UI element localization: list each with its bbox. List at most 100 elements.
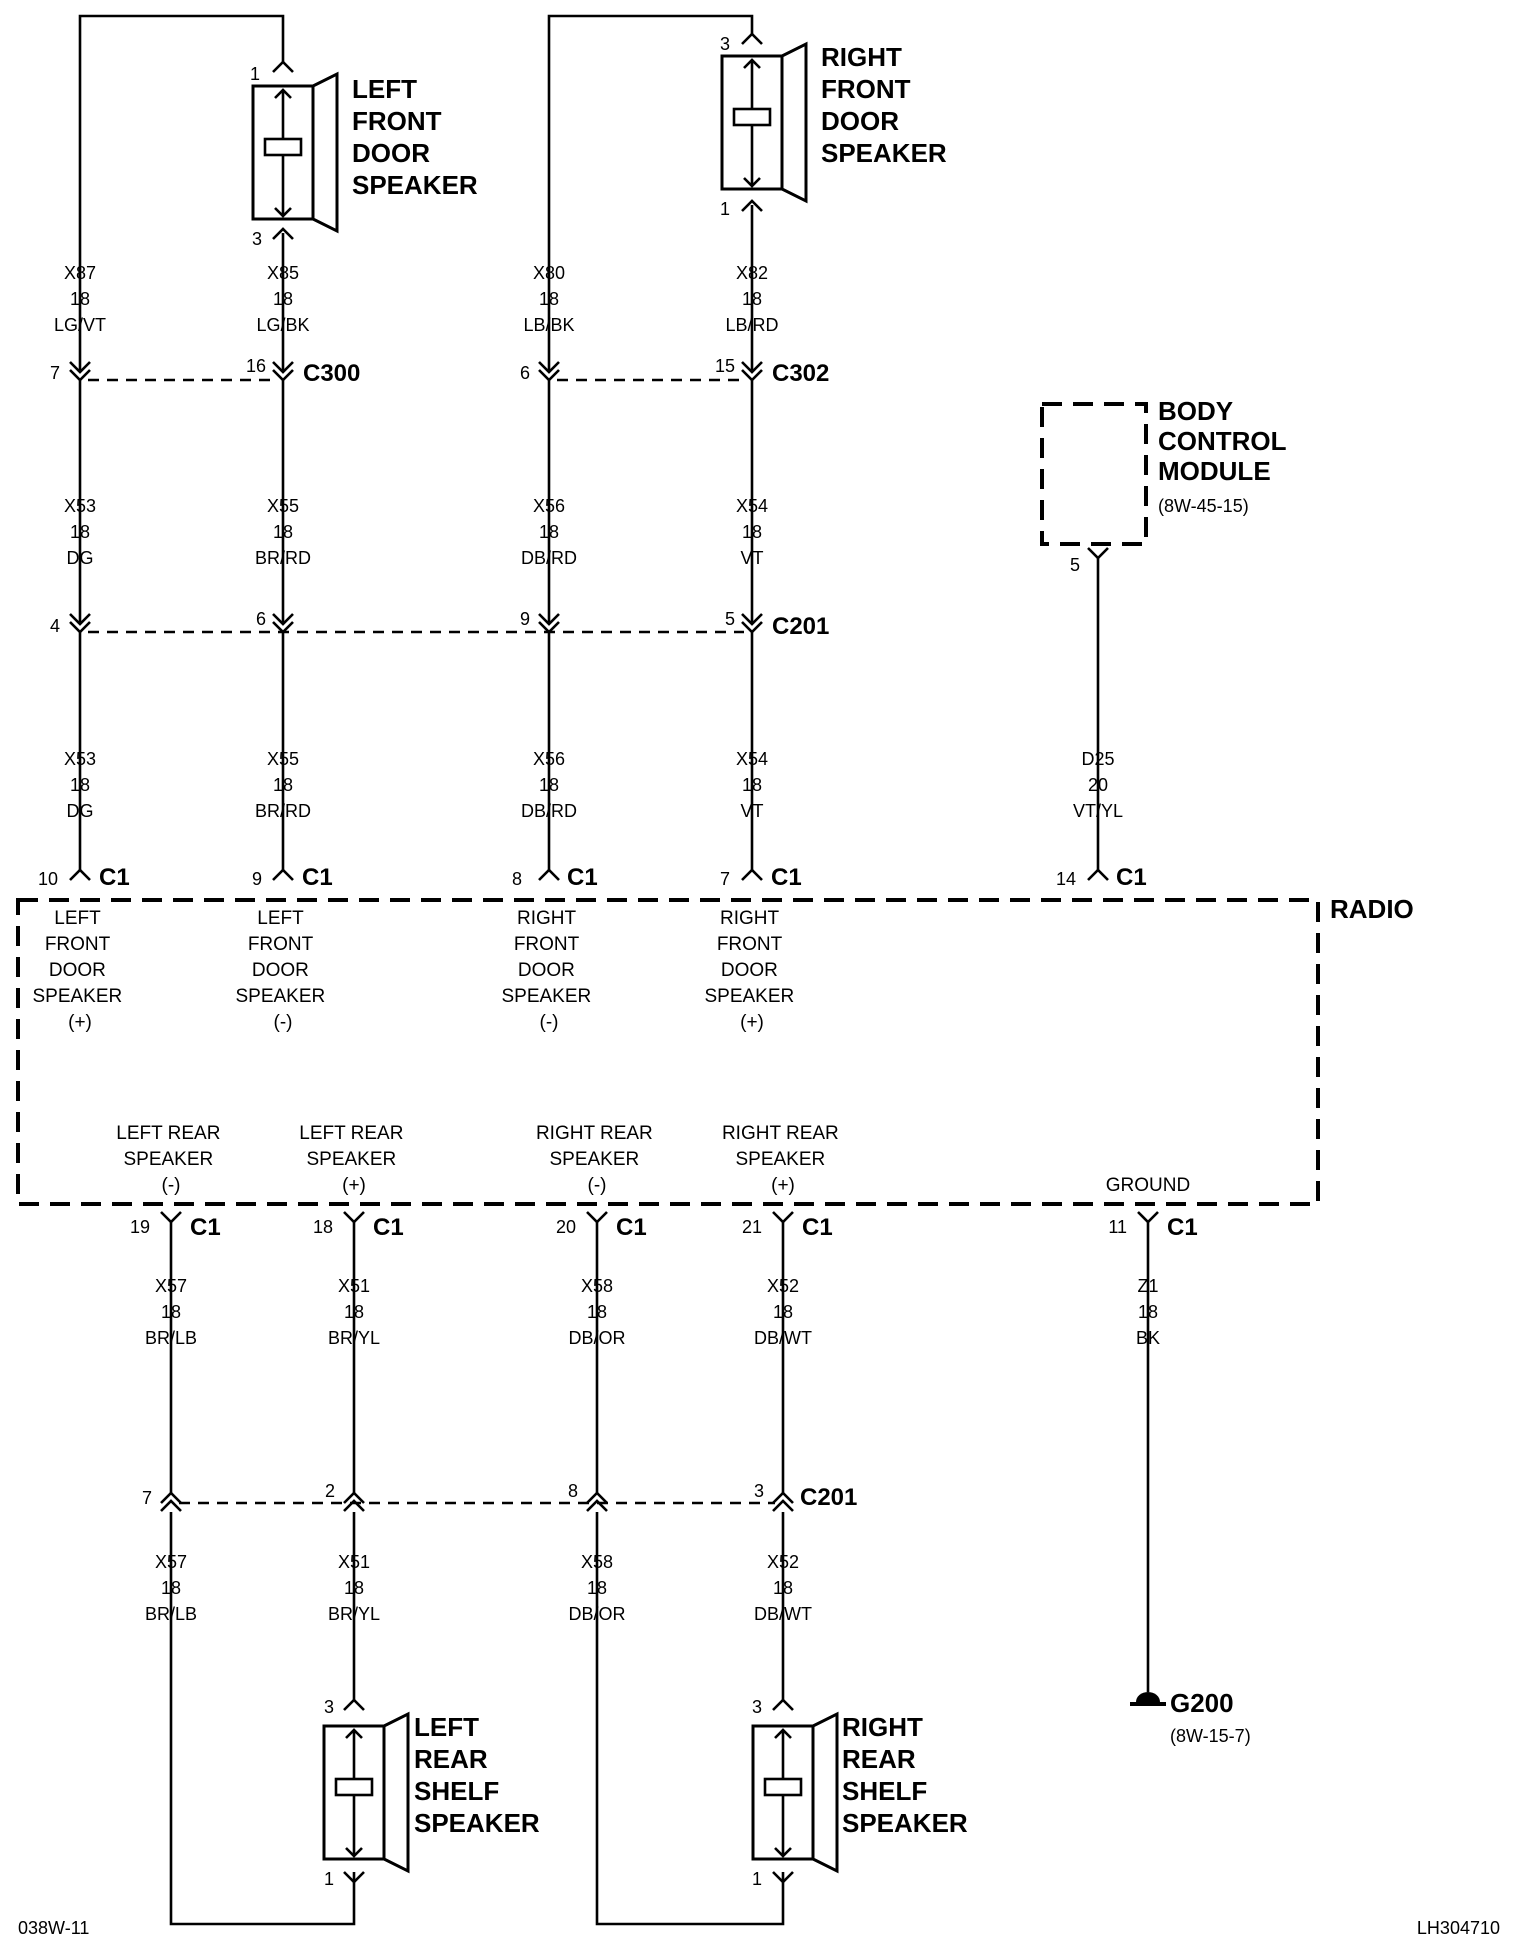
svg-text:18: 18 xyxy=(161,1578,181,1598)
chevron-c201-9 xyxy=(538,613,560,634)
svg-text:BR/RD: BR/RD xyxy=(255,801,311,821)
lr-speaker-pin-top: 3 xyxy=(324,1697,334,1717)
wire-label-x87: X87 18 LG/VT xyxy=(54,263,106,335)
connector-dash-lines xyxy=(88,378,775,1505)
c201-top-pin-6: 6 xyxy=(256,609,266,629)
c300-pin-16: 16 xyxy=(246,356,266,376)
svg-text:LG/BK: LG/BK xyxy=(256,315,309,335)
lf-speaker-pin-top: 1 xyxy=(250,64,260,84)
c1-pin-18: 18 xyxy=(313,1217,333,1237)
lf-speaker-pin-bottom: 3 xyxy=(252,229,262,249)
chevron-c300-16 xyxy=(272,361,294,382)
svg-text:Z1: Z1 xyxy=(1137,1276,1158,1296)
svg-text:18: 18 xyxy=(539,289,559,309)
c1-pin-10: 10 xyxy=(38,869,58,889)
svg-text:DG: DG xyxy=(67,548,94,568)
c1-label-14: C1 xyxy=(1116,864,1147,891)
svg-text:DB/WT: DB/WT xyxy=(754,1604,812,1624)
svg-text:LB/BK: LB/BK xyxy=(523,315,574,335)
c201-bottom-pin-2: 2 xyxy=(325,1481,335,1501)
svg-text:X52: X52 xyxy=(767,1276,799,1296)
svg-text:18: 18 xyxy=(273,289,293,309)
wire-label-x80: X80 18 LB/BK xyxy=(523,263,574,335)
svg-text:X56: X56 xyxy=(533,749,565,769)
svg-text:18: 18 xyxy=(1138,1302,1158,1322)
svg-text:18: 18 xyxy=(70,775,90,795)
c1-label-8: C1 xyxy=(567,864,598,891)
c1-label-10: C1 xyxy=(99,864,130,891)
c1-pin-8: 8 xyxy=(512,869,522,889)
svg-text:18: 18 xyxy=(273,775,293,795)
svg-text:X53: X53 xyxy=(64,749,96,769)
svg-text:BK: BK xyxy=(1136,1328,1160,1348)
c300-pin-7: 7 xyxy=(50,363,60,383)
chevron-c1-21 xyxy=(772,1211,794,1224)
right-rear-shelf-speaker-label: RIGHT REAR SHELF SPEAKER xyxy=(842,1712,968,1838)
left-rear-shelf-speaker-label: LEFT REAR SHELF SPEAKER xyxy=(414,1712,540,1838)
wire-x80 xyxy=(547,14,754,370)
radio-label-rr-plus: RIGHT REAR SPEAKER (+) xyxy=(722,1123,844,1196)
wire-label-z1: Z1 18 BK xyxy=(1136,1276,1160,1348)
svg-text:18: 18 xyxy=(344,1578,364,1598)
svg-text:X52: X52 xyxy=(767,1552,799,1572)
chevron-c201b-8 xyxy=(586,1491,608,1512)
svg-text:BR/YL: BR/YL xyxy=(328,1604,380,1624)
wire-x58-lower xyxy=(595,1512,785,1926)
c201-top-pin-5: 5 xyxy=(725,609,735,629)
svg-text:X87: X87 xyxy=(64,263,96,283)
footer-right-code: LH304710 xyxy=(1417,1918,1500,1938)
ground-ref: (8W-15-7) xyxy=(1170,1726,1251,1746)
svg-text:DB/OR: DB/OR xyxy=(568,1604,625,1624)
c1-pin-14: 14 xyxy=(1056,869,1076,889)
svg-text:X58: X58 xyxy=(581,1552,613,1572)
svg-text:X51: X51 xyxy=(338,1552,370,1572)
wire-label-x53-lower: X53 18 DG xyxy=(64,749,96,821)
c1-label-11: C1 xyxy=(1167,1214,1198,1241)
chevron-c201b-2 xyxy=(343,1491,365,1512)
c201-top-label: C201 xyxy=(772,613,829,640)
body-control-module-box xyxy=(1040,402,1148,546)
svg-text:18: 18 xyxy=(70,289,90,309)
svg-text:18: 18 xyxy=(773,1302,793,1322)
wire-label-d25: D25 20 VT/YL xyxy=(1073,749,1123,821)
c1-label-20: C1 xyxy=(616,1214,647,1241)
svg-text:X58: X58 xyxy=(581,1276,613,1296)
c302-pin-15: 15 xyxy=(715,356,735,376)
svg-text:18: 18 xyxy=(773,1578,793,1598)
c1-label-21: C1 xyxy=(802,1214,833,1241)
svg-text:X51: X51 xyxy=(338,1276,370,1296)
chevron-c1-20 xyxy=(586,1211,608,1224)
c302-label: C302 xyxy=(772,360,829,387)
wire-label-x85: X85 18 LG/BK xyxy=(256,263,309,335)
wire-label-x53-mid: X53 18 DG xyxy=(64,496,96,568)
chevron-c1-19 xyxy=(160,1211,182,1224)
speaker-left-rear-shelf xyxy=(322,1698,410,1884)
radio-label-lf-minus: LEFT FRONT DOOR SPEAKER (-) xyxy=(235,908,330,1033)
svg-text:BR/LB: BR/LB xyxy=(145,1328,197,1348)
wire-label-x58-lower: X58 18 DB/OR xyxy=(568,1552,625,1624)
svg-text:VT/YL: VT/YL xyxy=(1073,801,1123,821)
bcm-pin: 5 xyxy=(1070,555,1080,575)
lr-speaker-pin-bottom: 1 xyxy=(324,1869,334,1889)
c201-bottom-pin-7: 7 xyxy=(142,1488,152,1508)
svg-text:BR/RD: BR/RD xyxy=(255,548,311,568)
chevron-c302-15 xyxy=(741,361,763,382)
c1-label-19: C1 xyxy=(190,1214,221,1241)
rf-speaker-pin-bottom: 1 xyxy=(720,199,730,219)
svg-text:LB/RD: LB/RD xyxy=(725,315,778,335)
wire-label-x56-mid: X56 18 DB/RD xyxy=(521,496,577,568)
c1-pin-7: 7 xyxy=(720,869,730,889)
chevron-c1-9 xyxy=(272,868,294,881)
connector-symbols xyxy=(69,361,1159,1512)
c201-top-pin-4: 4 xyxy=(50,616,60,636)
ground-symbol xyxy=(1130,1692,1166,1706)
wire-label-x54-mid: X54 18 VT xyxy=(736,496,768,568)
c302-pin-6: 6 xyxy=(520,363,530,383)
c1-label-7: C1 xyxy=(771,864,802,891)
wire-label-x55-lower: X55 18 BR/RD xyxy=(255,749,311,821)
wire-label-x57-upper: X57 18 BR/LB xyxy=(145,1276,197,1348)
c1-pin-20: 20 xyxy=(556,1217,576,1237)
footer-left-code: 038W-11 xyxy=(18,1918,89,1938)
c1-pin-11: 11 xyxy=(1108,1217,1127,1237)
wire-label-x55-mid: X55 18 BR/RD xyxy=(255,496,311,568)
